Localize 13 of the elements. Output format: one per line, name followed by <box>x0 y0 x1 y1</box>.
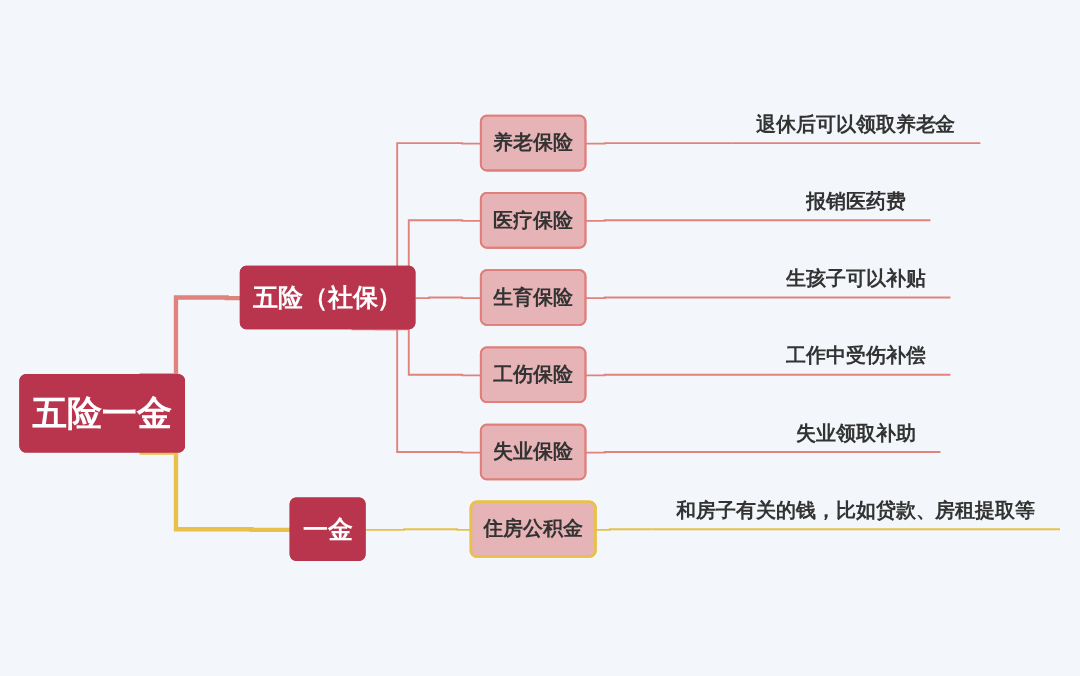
connector <box>585 142 733 145</box>
connector <box>585 451 772 454</box>
node-text: 和房子有关的钱，比如贷款、房租提取等 <box>676 498 1036 522</box>
node-text: 失业领取补助 <box>795 420 916 445</box>
node-text: 生孩子可以补贴 <box>786 266 926 291</box>
connector <box>585 219 782 222</box>
node-text: 工作中受伤补偿 <box>786 343 926 368</box>
node-text: 报销医药费 <box>805 189 906 213</box>
connector <box>585 373 763 377</box>
connector <box>595 528 653 531</box>
connector <box>139 450 291 532</box>
node-text: 退休后可以领取养老金 <box>756 111 956 136</box>
connector <box>585 296 763 300</box>
